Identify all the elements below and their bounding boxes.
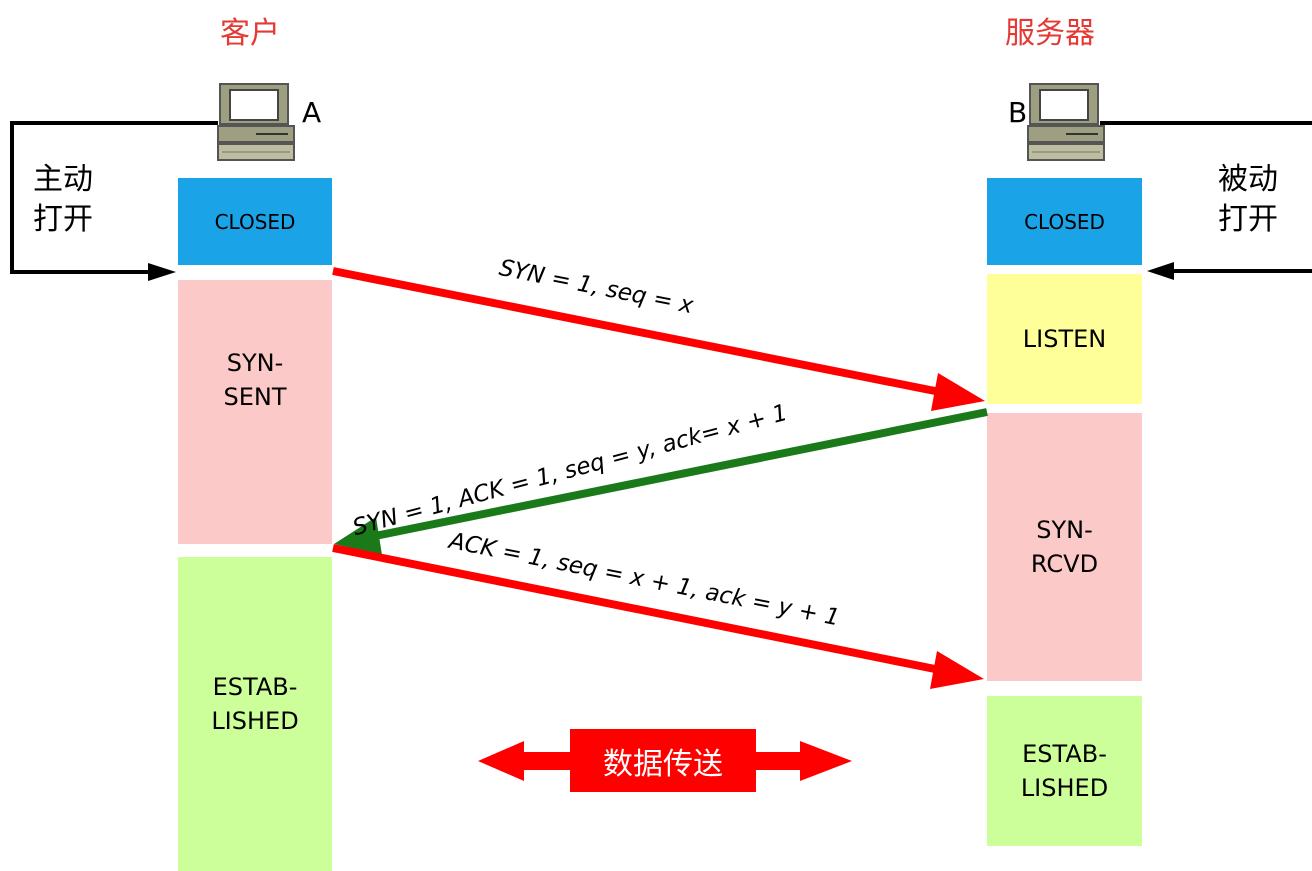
server-computer-icon (1027, 83, 1105, 161)
server-established-line2: LISHED (1020, 774, 1109, 802)
syn-ack-arrow (374, 408, 988, 540)
active-open-arrowhead (148, 263, 176, 281)
server-title: 服务器 (1005, 16, 1095, 51)
passive-open-line2: 打开 (1218, 202, 1278, 237)
passive-open-arrowhead (1147, 262, 1174, 280)
client-title: 客户 (220, 16, 280, 51)
active-open-label: 主动 打开 (33, 160, 93, 240)
syn-ack-arrowhead (334, 517, 382, 555)
passive-open-line1: 被动 (1218, 162, 1278, 197)
data-transfer-label: 数据传送 (570, 729, 756, 792)
server-syn-rcvd-line2: RCVD (1030, 550, 1099, 578)
syn-arrowhead (931, 373, 985, 411)
ack-arrow (332, 544, 941, 674)
server-syn-rcvd-line1: SYN- (1036, 516, 1093, 544)
active-open-line2: 打开 (33, 202, 93, 237)
syn-arrow (332, 267, 941, 396)
client-computer-icon (217, 83, 295, 161)
client-state-established: ESTAB- LISHED (178, 557, 332, 871)
client-state-closed: CLOSED (178, 178, 332, 265)
client-syn-sent-line1: SYN- (226, 349, 284, 377)
ack-arrowhead (930, 651, 984, 689)
server-state-listen-label: LISTEN (1022, 325, 1107, 353)
server-state-closed: CLOSED (987, 178, 1142, 265)
client-established-line2: LISHED (211, 707, 299, 735)
client-state-closed-label: CLOSED (214, 209, 296, 234)
server-host-label: B (1008, 96, 1028, 129)
client-established-line1: ESTAB- (212, 673, 298, 701)
server-state-established: ESTAB- LISHED (987, 696, 1142, 846)
server-state-syn-rcvd: SYN- RCVD (987, 413, 1142, 681)
server-state-closed-label: CLOSED (1024, 209, 1105, 234)
client-host-label: A (302, 96, 322, 129)
passive-open-label: 被动 打开 (1218, 160, 1278, 240)
client-syn-sent-line2: SENT (223, 383, 287, 411)
server-established-line1: ESTAB- (1022, 740, 1107, 768)
client-state-syn-sent: SYN- SENT (178, 280, 332, 544)
active-open-connector (10, 121, 218, 274)
server-state-listen: LISTEN (987, 274, 1142, 404)
active-open-line1: 主动 (33, 162, 93, 197)
